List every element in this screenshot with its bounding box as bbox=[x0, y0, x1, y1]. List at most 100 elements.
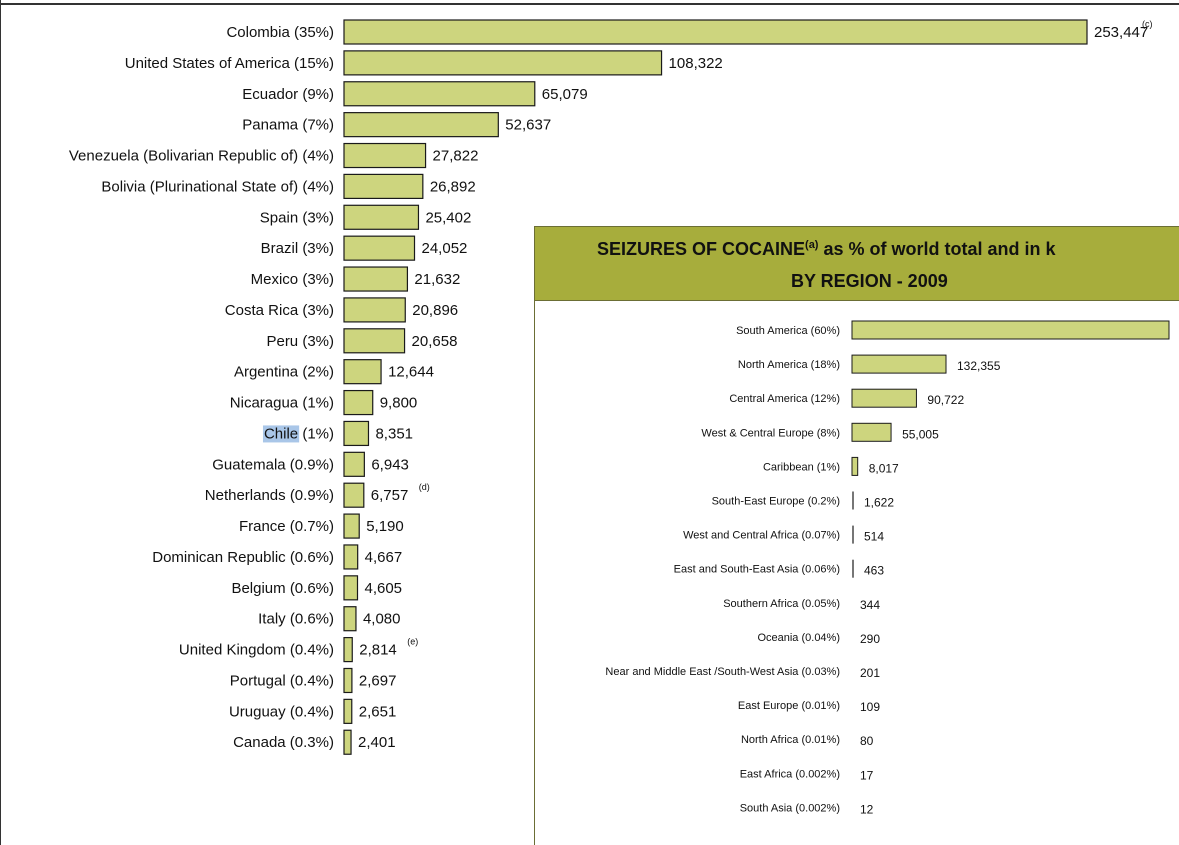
country-bar bbox=[343, 636, 353, 663]
country-label: Venezuela (Bolivarian Republic of) (4%) bbox=[69, 148, 334, 165]
country-label: Brazil (3%) bbox=[261, 240, 334, 257]
value-label: 108,322 bbox=[669, 55, 723, 72]
region-label: West & Central Europe (8%) bbox=[701, 427, 840, 439]
region-value-label: 80 bbox=[860, 734, 874, 748]
value-label: 2,651 bbox=[359, 703, 397, 720]
region-label: East and South-East Asia (0.06%) bbox=[674, 564, 840, 576]
top-rule bbox=[1, 3, 1179, 5]
inset-title-bar: SEIZURES OF COCAINE(a) as % of world tot… bbox=[535, 227, 1179, 301]
country-bar bbox=[343, 142, 427, 169]
region-bar bbox=[851, 388, 917, 408]
country-bar bbox=[343, 729, 352, 755]
value-label: 21,632 bbox=[414, 271, 460, 288]
country-label: Spain (3%) bbox=[260, 209, 334, 226]
country-bar bbox=[343, 328, 406, 354]
selection-highlight bbox=[262, 425, 300, 443]
country-label: United States of America (15%) bbox=[125, 55, 334, 72]
country-label: France (0.7%) bbox=[239, 518, 334, 535]
country-label: Nicaragua (1%) bbox=[230, 395, 334, 412]
country-bar bbox=[343, 482, 365, 508]
value-label: 24,052 bbox=[422, 240, 468, 257]
footnote-marker: (e) bbox=[407, 637, 418, 647]
value-label: 4,080 bbox=[363, 611, 401, 628]
footnote-marker: (d) bbox=[419, 482, 430, 492]
country-bar bbox=[343, 173, 424, 199]
country-bar bbox=[343, 544, 359, 570]
region-bar bbox=[851, 320, 1170, 340]
region-label: Caribbean (1%) bbox=[763, 461, 840, 473]
country-label: Belgium (0.6%) bbox=[231, 580, 334, 597]
value-label: 4,605 bbox=[364, 580, 402, 597]
country-label: Canada (0.3%) bbox=[233, 734, 334, 751]
country-label: Netherlands (0.9%) bbox=[205, 487, 334, 504]
region-label: Central America (12%) bbox=[729, 393, 840, 405]
footnote-marker: (c) bbox=[1142, 19, 1153, 29]
region-value-label: 90,722 bbox=[927, 393, 964, 407]
value-label: 20,896 bbox=[412, 302, 458, 319]
country-bar bbox=[343, 667, 353, 694]
inset-title-superscript: (a) bbox=[805, 239, 819, 251]
region-value-label: 132,355 bbox=[957, 359, 1001, 373]
region-label: South America (60%) bbox=[736, 325, 840, 337]
value-label: 4,667 bbox=[365, 549, 403, 566]
country-bar bbox=[343, 389, 374, 416]
region-value-label: 514 bbox=[864, 530, 884, 544]
region-bar bbox=[851, 456, 859, 476]
value-label: 65,079 bbox=[542, 86, 588, 103]
inset-title-line1: SEIZURES OF COCAINE(a) as % of world tot… bbox=[597, 239, 1056, 260]
country-label: Italy (0.6%) bbox=[258, 611, 334, 628]
country-label: Chile (1%) bbox=[264, 425, 334, 442]
region-label: East Europe (0.01%) bbox=[738, 700, 840, 712]
region-value-label: 17 bbox=[860, 768, 874, 782]
country-label: Peru (3%) bbox=[266, 333, 334, 350]
inset-title-main: SEIZURES OF COCAINE bbox=[597, 239, 806, 259]
country-bar bbox=[343, 235, 416, 261]
highlighted-word: Chile bbox=[264, 425, 298, 442]
value-label: 2,401 bbox=[358, 734, 396, 751]
country-bar bbox=[343, 606, 357, 632]
region-label: Southern Africa (0.05%) bbox=[723, 598, 840, 610]
country-bar bbox=[343, 698, 353, 724]
country-bar bbox=[343, 19, 1088, 45]
region-label: West and Central Africa (0.07%) bbox=[683, 530, 840, 542]
country-label-rest: (1%) bbox=[298, 425, 334, 442]
region-value-label: 290 bbox=[860, 632, 880, 646]
region-bar bbox=[851, 422, 892, 442]
value-label: 2,697 bbox=[359, 672, 397, 689]
country-bar bbox=[343, 575, 359, 601]
country-label: Ecuador (9%) bbox=[242, 86, 334, 103]
country-label: Panama (7%) bbox=[242, 117, 334, 134]
country-bar bbox=[343, 204, 420, 230]
region-value-label: 1,622 bbox=[864, 496, 894, 510]
value-label: 9,800 bbox=[380, 395, 418, 412]
country-bar bbox=[343, 50, 663, 76]
value-label: 6,757 bbox=[371, 487, 409, 504]
country-label: Uruguay (0.4%) bbox=[229, 703, 334, 720]
country-bar bbox=[343, 81, 536, 107]
region-value-label: 344 bbox=[860, 598, 880, 612]
value-label: 6,943 bbox=[371, 456, 409, 473]
value-label: 26,892 bbox=[430, 178, 476, 195]
value-label: 52,637 bbox=[505, 117, 551, 134]
region-inset-chart: SEIZURES OF COCAINE(a) as % of world tot… bbox=[534, 226, 1179, 845]
country-bar bbox=[343, 451, 365, 477]
region-value-label: 12 bbox=[860, 802, 874, 816]
country-label: Portugal (0.4%) bbox=[230, 672, 334, 689]
country-label: Bolivia (Plurinational State of) (4%) bbox=[101, 178, 334, 195]
value-label: 5,190 bbox=[366, 518, 404, 535]
region-label: Oceania (0.04%) bbox=[757, 632, 840, 644]
region-label: South-East Europe (0.2%) bbox=[712, 496, 840, 508]
country-label: Guatemala (0.9%) bbox=[212, 456, 334, 473]
region-value-label: 463 bbox=[864, 564, 884, 578]
region-bar bbox=[851, 354, 947, 374]
country-label: Argentina (2%) bbox=[234, 364, 334, 381]
region-value-label: 55,005 bbox=[902, 427, 939, 441]
country-label: Costa Rica (3%) bbox=[225, 302, 334, 319]
region-label: East Africa (0.002%) bbox=[740, 768, 840, 780]
inset-title-line2: BY REGION - 2009 bbox=[791, 271, 948, 291]
value-label: 253,447 bbox=[1094, 24, 1148, 41]
inset-title-rest: as % of world total and in k bbox=[818, 239, 1056, 259]
value-label: 12,644 bbox=[388, 364, 434, 381]
